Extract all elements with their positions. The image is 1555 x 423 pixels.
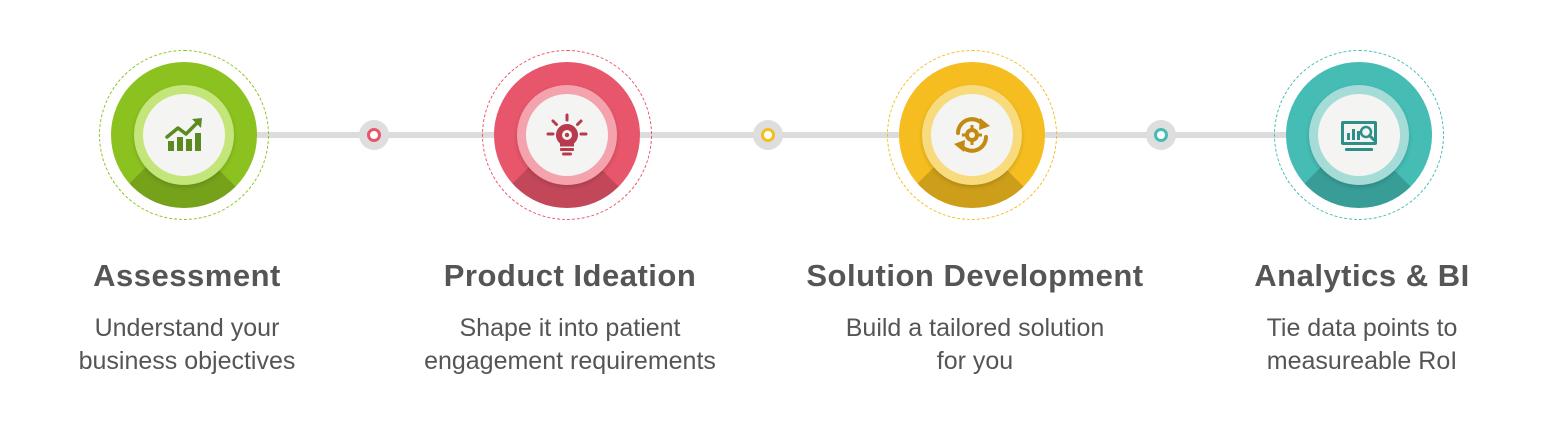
connector-node-1 [359, 120, 389, 150]
step-halo [99, 50, 269, 220]
connector-line [640, 132, 770, 138]
step-icon-badge [143, 94, 225, 176]
step-icon-badge [1318, 94, 1400, 176]
step-title: Product Ideation [443, 258, 697, 293]
step-title: Assessment [93, 258, 281, 293]
connector-line [1165, 132, 1295, 138]
step-title: Analytics & BI [1254, 258, 1470, 293]
growth-chart-icon [165, 118, 202, 151]
step-analytics-bi: Analytics & BI Tie data points to measur… [1182, 0, 1542, 423]
step-halo [1274, 50, 1444, 220]
step-assessment: Assessment Understand your business obje… [7, 0, 367, 423]
step-description: Tie data points to measureable RoI [1266, 314, 1458, 375]
step-description: Build a tailored solution for you [845, 314, 1105, 375]
cycle-gear-icon [954, 117, 990, 153]
connector-node-2 [753, 120, 783, 150]
step-product-ideation: Product Ideation Shape it into patient e… [390, 0, 750, 423]
step-icon-badge [526, 94, 608, 176]
step-description: Understand your business objectives [78, 314, 296, 375]
lightbulb-gear-icon [546, 113, 588, 156]
connector-line [245, 132, 375, 138]
connector-line [375, 132, 505, 138]
step-solution-development: Solution Development Build a tailored so… [795, 0, 1155, 423]
connector-node-3 [1146, 120, 1176, 150]
step-halo [887, 50, 1057, 220]
analytics-monitor-icon [1341, 121, 1377, 151]
step-title: Solution Development [806, 258, 1144, 293]
connector-line [770, 132, 900, 138]
step-icon-badge [931, 94, 1013, 176]
step-halo [482, 50, 652, 220]
step-description: Shape it into patient engagement require… [424, 314, 716, 375]
connector-line [1035, 132, 1165, 138]
